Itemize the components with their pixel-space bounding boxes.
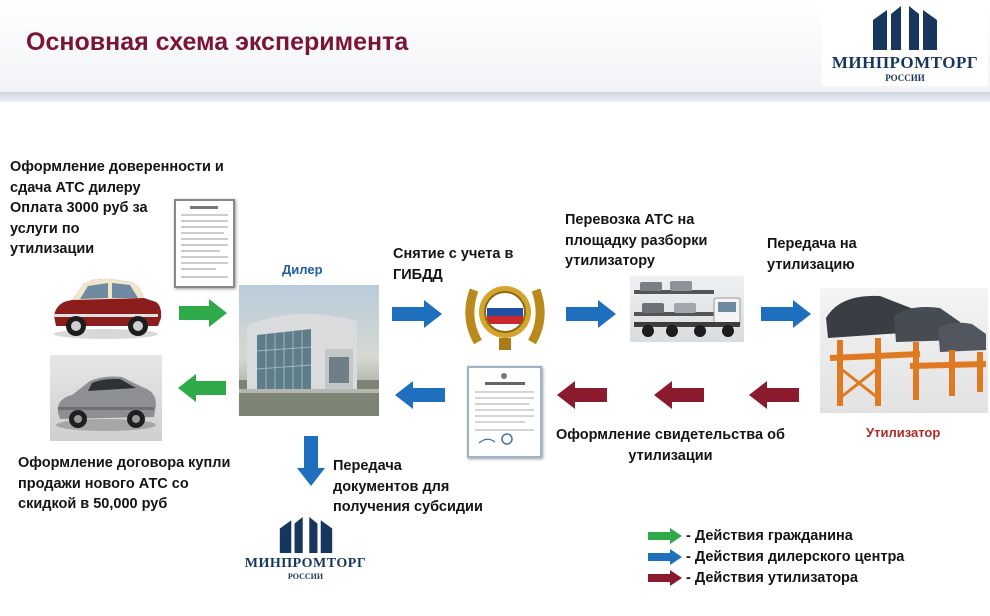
arrow-left-blue bbox=[395, 381, 445, 409]
legend-label-citizen: - Действия гражданина bbox=[686, 527, 853, 544]
legend-arrow-green-icon bbox=[648, 527, 682, 544]
recycling-lift-image bbox=[820, 288, 988, 413]
arrow-right-blue-gibdd bbox=[392, 300, 442, 328]
dealer-label: Дилер bbox=[282, 262, 323, 277]
header-divider bbox=[0, 92, 990, 102]
power-of-attorney-document bbox=[174, 199, 235, 288]
legend: - Действия гражданина - Действия дилерск… bbox=[648, 525, 968, 588]
logo-name: МИНПРОМТОРГ bbox=[831, 53, 979, 72]
old-car-image bbox=[48, 270, 164, 343]
arrow-left-green bbox=[178, 374, 226, 402]
car-transporter-image bbox=[630, 276, 744, 342]
minpromtorg-emblem-bottom-icon bbox=[279, 517, 332, 553]
handover-recycler-text: Передача на утилизацию bbox=[767, 236, 857, 273]
legend-label-recycler: - Действия утилизатора bbox=[686, 569, 858, 586]
minpromtorg-logo-top: МИНПРОМТОРГ РОССИИ bbox=[822, 4, 988, 86]
recycler-label: Утилизатор bbox=[866, 425, 941, 440]
arrow-right-green bbox=[179, 299, 227, 327]
logo-sub-bottom: РОССИИ bbox=[287, 572, 324, 581]
legend-item-recycler: - Действия утилизатора bbox=[648, 567, 968, 588]
arrow-right-blue-transport bbox=[566, 300, 616, 328]
documents-subsidy-text: Передача документов для получения субсид… bbox=[333, 458, 483, 515]
arrow-right-blue-recycler bbox=[761, 300, 811, 328]
slide-title: Основная схема эксперимента bbox=[26, 28, 409, 56]
arrow-down-blue bbox=[297, 436, 325, 486]
legend-label-dealer: - Действия дилерского центра bbox=[686, 548, 905, 565]
dealer-building-image bbox=[239, 285, 379, 416]
transport-text: Перевозка АТС на площадку разборки утили… bbox=[565, 212, 708, 269]
logo-name-bottom: МИНПРОМТОРГ bbox=[244, 556, 367, 571]
citizen-handover-text: Оформление доверенности и сдача АТС диле… bbox=[10, 159, 224, 257]
minpromtorg-emblem-icon bbox=[873, 6, 937, 50]
deregistration-text: Снятие с учета в ГИБДД bbox=[393, 246, 514, 283]
arrow-left-maroon-1 bbox=[557, 381, 607, 409]
arrow-left-maroon-3 bbox=[749, 381, 799, 409]
recycling-certificate-document bbox=[467, 366, 542, 458]
legend-arrow-maroon-icon bbox=[648, 569, 682, 586]
purchase-text: Оформление договора купли продажи нового… bbox=[18, 455, 231, 512]
logo-sub: РОССИИ bbox=[885, 73, 925, 83]
minpromtorg-logo-bottom: МИНПРОМТОРГ РОССИИ bbox=[233, 515, 378, 585]
gibdd-emblem bbox=[460, 270, 550, 354]
certificate-text: Оформление свидетельства об утилизации bbox=[556, 427, 785, 464]
arrow-left-maroon-2 bbox=[654, 381, 704, 409]
legend-arrow-blue-icon bbox=[648, 548, 682, 565]
legend-item-dealer: - Действия дилерского центра bbox=[648, 546, 968, 567]
legend-item-citizen: - Действия гражданина bbox=[648, 525, 968, 546]
new-car-image bbox=[50, 355, 162, 441]
